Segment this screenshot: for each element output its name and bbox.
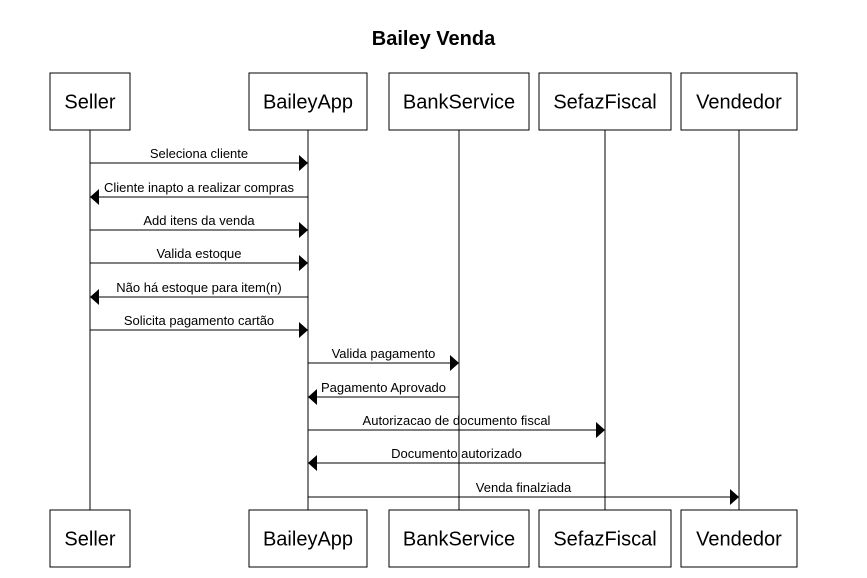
- participant-box-bankservice-top: [388, 72, 530, 131]
- message-arrow-head: [450, 355, 459, 371]
- message-label: Add itens da venda: [143, 213, 255, 228]
- message-8: Pagamento Aprovado: [308, 380, 459, 405]
- message-9: Autorizacao de documento fiscal: [308, 413, 605, 438]
- participant-label-bankservice-top: BankService: [403, 92, 515, 114]
- message-11: Venda finalziada: [308, 480, 739, 505]
- message-6: Solicita pagamento cartão: [90, 313, 308, 338]
- message-1: Seleciona cliente: [90, 146, 308, 171]
- participant-label-vendedor-top: Vendedor: [696, 92, 782, 114]
- message-10: Documento autorizado: [308, 446, 605, 471]
- message-arrow-head: [596, 422, 605, 438]
- participant-label-seller-top: Seller: [64, 92, 115, 114]
- message-arrow-head: [90, 289, 99, 305]
- participant-label-vendedor-bottom: Vendedor: [696, 529, 782, 551]
- message-4: Valida estoque: [90, 246, 308, 271]
- message-arrow-head: [308, 455, 317, 471]
- message-arrow-head: [299, 255, 308, 271]
- message-5: Não há estoque para item(n): [90, 280, 308, 305]
- message-label: Solicita pagamento cartão: [124, 313, 274, 328]
- message-7: Valida pagamento: [308, 346, 459, 371]
- message-label: Seleciona cliente: [150, 146, 248, 161]
- message-arrow-head: [308, 389, 317, 405]
- participant-box-sefazfiscal-top: [538, 72, 672, 131]
- message-arrow-head: [299, 222, 308, 238]
- participant-box-vendedor-top: [680, 72, 798, 131]
- participant-box-baileyapp-bottom: [248, 509, 368, 568]
- participant-box-seller-top: [49, 72, 131, 131]
- message-arrow-head: [730, 489, 739, 505]
- message-label: Valida estoque: [156, 246, 241, 261]
- participant-label-sefazfiscal-top: SefazFiscal: [553, 92, 656, 114]
- participant-box-vendedor-bottom: [680, 509, 798, 568]
- participant-label-baileyapp-bottom: BaileyApp: [263, 529, 353, 551]
- message-arrow-head: [299, 155, 308, 171]
- participant-label-baileyapp-top: BaileyApp: [263, 92, 353, 114]
- message-label: Não há estoque para item(n): [116, 280, 281, 295]
- participant-box-seller-bottom: [49, 509, 131, 568]
- message-label: Pagamento Aprovado: [321, 380, 446, 395]
- participant-label-sefazfiscal-bottom: SefazFiscal: [553, 529, 656, 551]
- message-label: Cliente inapto a realizar compras: [104, 180, 295, 195]
- message-arrow-head: [90, 189, 99, 205]
- message-arrow-head: [299, 322, 308, 338]
- message-label: Documento autorizado: [391, 446, 522, 461]
- diagram-title: Bailey Venda: [371, 28, 496, 50]
- participant-label-bankservice-bottom: BankService: [403, 529, 515, 551]
- message-label: Autorizacao de documento fiscal: [363, 413, 551, 428]
- message-label: Valida pagamento: [332, 346, 436, 361]
- message-label: Venda finalziada: [476, 480, 572, 495]
- participant-box-bankservice-bottom: [388, 509, 530, 568]
- message-3: Add itens da venda: [90, 213, 308, 238]
- participant-box-sefazfiscal-bottom: [538, 509, 672, 568]
- message-2: Cliente inapto a realizar compras: [90, 180, 308, 205]
- participant-box-baileyapp-top: [248, 72, 368, 131]
- participant-label-seller-bottom: Seller: [64, 529, 115, 551]
